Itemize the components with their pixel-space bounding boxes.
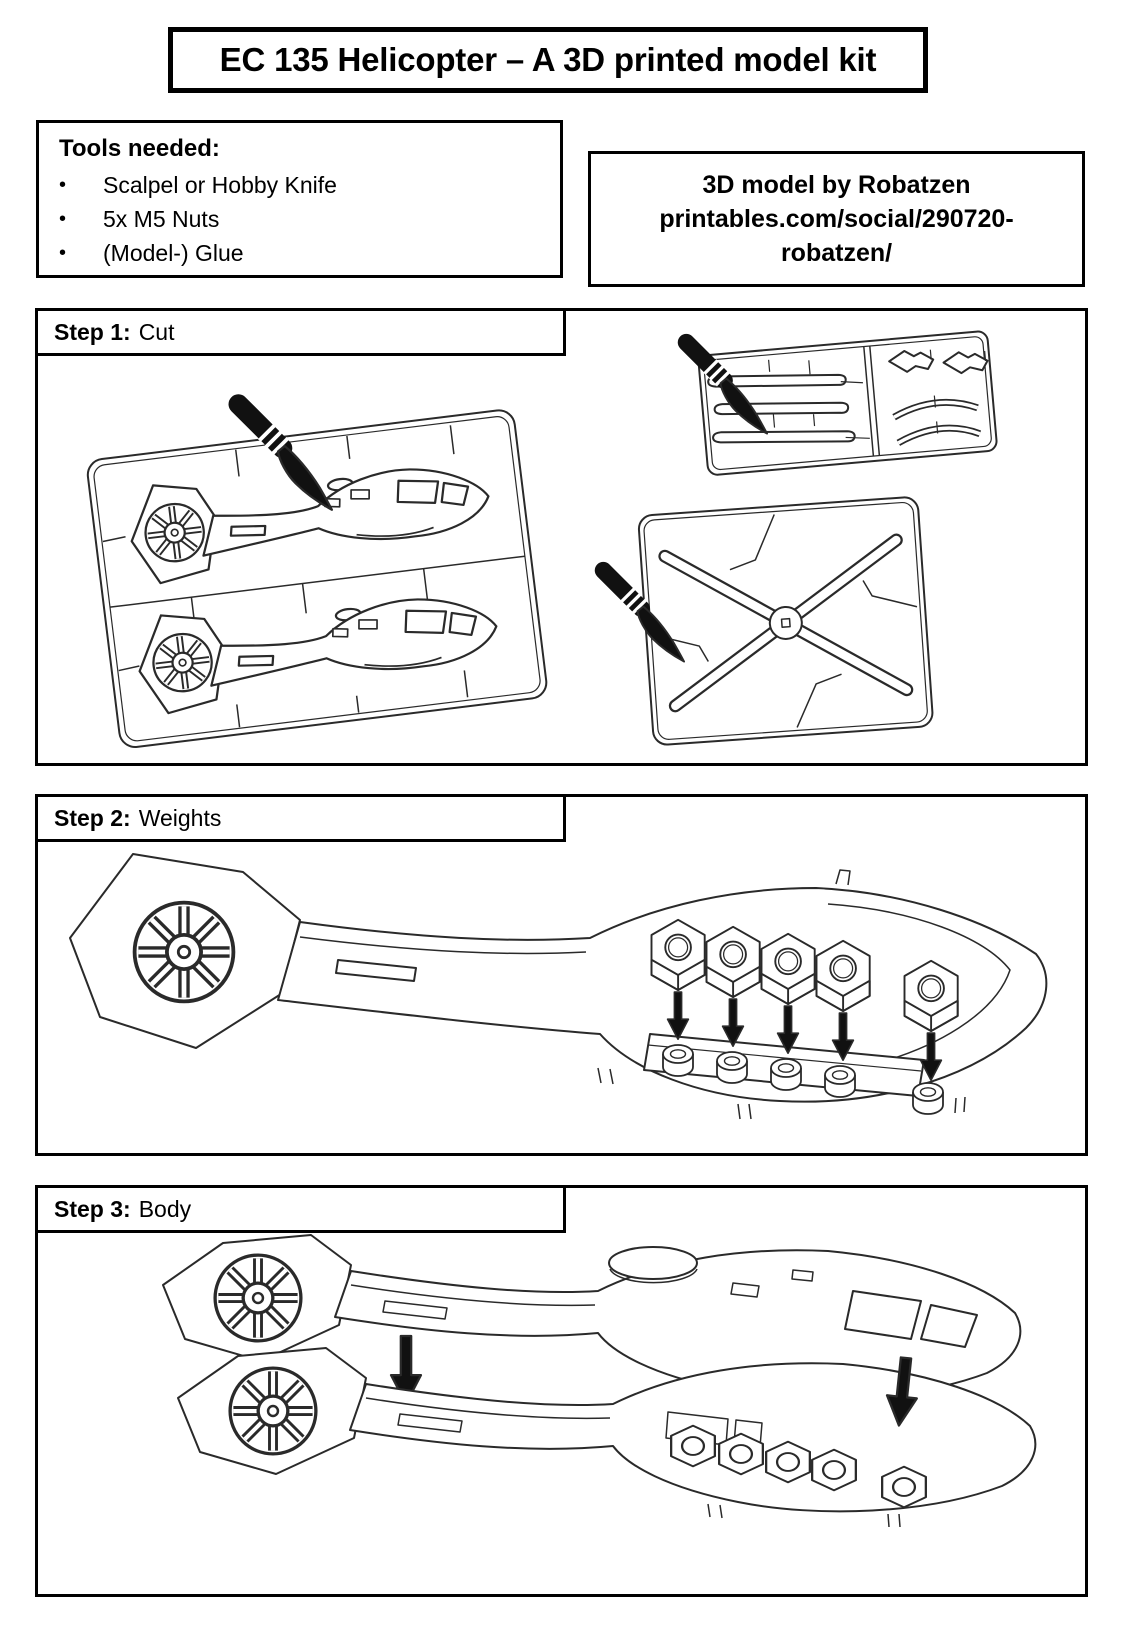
tools-needed-box: Tools needed: • Scalpel or Hobby Knife •…: [36, 120, 563, 278]
fenestron-tail-rotor: [135, 903, 234, 1002]
step-title: Weights: [138, 804, 222, 831]
bullet-icon: •: [59, 174, 67, 196]
step-2-label: Step 2: Weights: [35, 794, 566, 842]
tool-item-label: Scalpel or Hobby Knife: [103, 172, 337, 198]
upper-fuselage-half: [163, 1235, 1020, 1414]
weight-boss: [824, 1065, 856, 1098]
tool-item: • (Model-) Glue: [59, 236, 552, 270]
bullet-icon: •: [59, 208, 67, 230]
tool-item-label: 5x M5 Nuts: [103, 206, 220, 232]
title-box: EC 135 Helicopter – A 3D printed model k…: [168, 27, 928, 93]
lower-fuselage-half-with-nuts: [178, 1348, 1035, 1527]
step-2-section: Step 2: Weights: [35, 794, 1088, 1156]
bullet-icon: •: [59, 242, 67, 264]
m5-nut: [815, 939, 871, 1013]
page-title: EC 135 Helicopter – A 3D printed model k…: [219, 41, 877, 78]
step-1-label: Step 1: Cut: [35, 308, 566, 356]
m5-nut: [650, 918, 706, 992]
tool-item: • 5x M5 Nuts: [59, 202, 552, 236]
m5-nut: [670, 1424, 716, 1468]
rotor-sprue: [637, 496, 934, 746]
weight-boss: [912, 1082, 944, 1115]
step-1-section: Step 1: Cut: [35, 308, 1088, 766]
cockpit-window: [920, 1304, 978, 1348]
lower-fuselage-half: [69, 853, 1048, 1120]
step-2-illustration: [69, 853, 1048, 1120]
step-number: Step 1:: [54, 318, 131, 345]
weight-boss: [662, 1044, 694, 1077]
step-3-illustration: [38, 1188, 1085, 1594]
tool-item: • Scalpel or Hobby Knife: [59, 168, 552, 202]
weight-boss: [716, 1051, 748, 1084]
credit-box: 3D model by Robatzen printables.com/soci…: [588, 151, 1085, 287]
step-number: Step 2:: [54, 804, 131, 831]
m5-nut: [718, 1432, 764, 1476]
m5-nut: [903, 959, 959, 1033]
engine-cowling: [608, 1246, 698, 1280]
step-3-label: Step 3: Body: [35, 1185, 566, 1233]
step-3-section: Step 3: Body: [35, 1185, 1088, 1597]
credit-url-line: printables.com/social/290720-: [659, 205, 1014, 233]
tool-item-label: (Model-) Glue: [103, 240, 244, 266]
m5-nut: [760, 932, 816, 1006]
landing-gear-sprue: [697, 330, 998, 476]
fuselage-sprue: [86, 409, 548, 749]
m5-nut: [811, 1448, 857, 1492]
m5-nut: [705, 925, 761, 999]
m5-nut: [765, 1440, 811, 1484]
tools-heading: Tools needed:: [59, 135, 220, 162]
cabin-window: [844, 1290, 922, 1340]
step-title: Body: [138, 1195, 192, 1222]
credit-line: 3D model by Robatzen: [702, 171, 971, 199]
m5-nut: [881, 1465, 927, 1509]
credit-url-line: robatzen/: [780, 239, 893, 267]
weight-boss: [770, 1058, 802, 1091]
step-1-illustration: [86, 330, 998, 749]
step-title: Cut: [138, 318, 175, 345]
step-number: Step 3:: [54, 1195, 131, 1222]
tools-list: • Scalpel or Hobby Knife • 5x M5 Nuts • …: [59, 168, 552, 270]
